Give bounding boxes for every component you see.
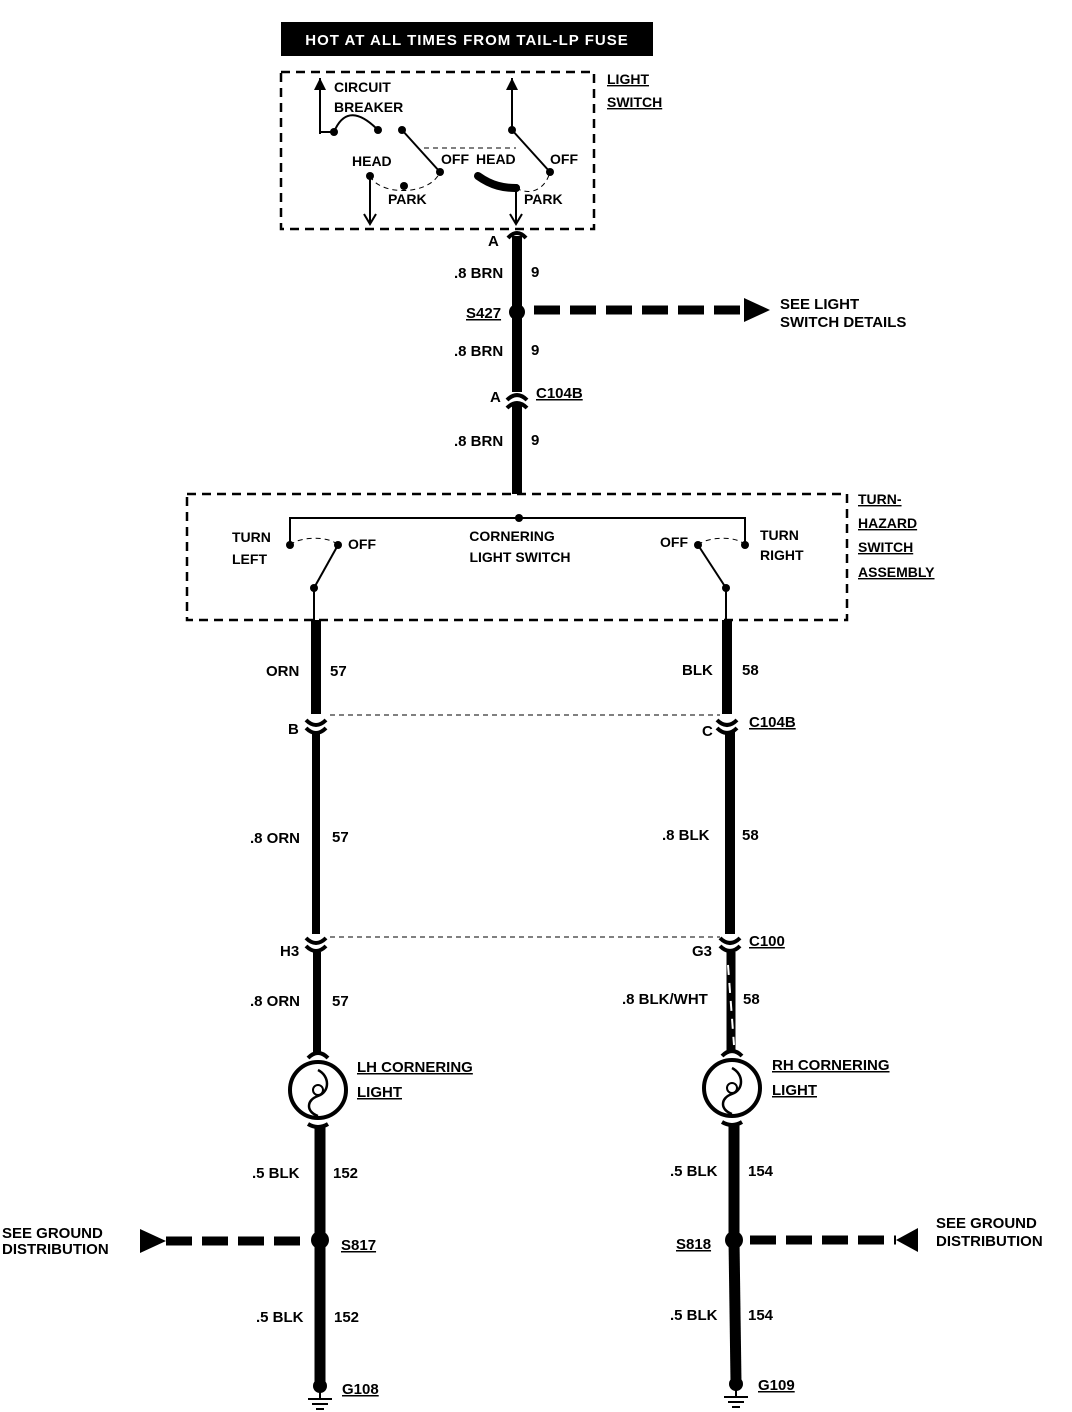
light-switch-right-off: OFF [550,151,578,167]
connector-c100-right-label: C100 [749,933,785,950]
left-ground-wire-1-circuit: 152 [333,1165,358,1182]
rh-cornering-lamp-icon [702,1049,762,1127]
splice-s427-note-2: SWITCH DETAILS [780,314,906,331]
left-ground-wire-2-circuit: 152 [334,1309,359,1326]
turn-right-label-2: RIGHT [760,547,804,563]
connector-left-pin-h3: H3 [280,943,299,960]
light-switch-right-park: PARK [524,191,563,207]
right-wire-1-circuit: 58 [742,662,759,679]
lh-lamp-label-2: LIGHT [357,1084,402,1101]
splice-s427-arrow [744,298,770,322]
feed-wire-2-gauge: .8 BRN [454,343,503,360]
turn-hazard-title-2: HAZARD [858,515,917,531]
left-ground-note-1: SEE GROUND [2,1225,103,1242]
turn-hazard-title-4: ASSEMBLY [858,564,935,580]
right-ground-note-1: SEE GROUND [936,1215,1037,1232]
lh-cornering-lamp-icon [288,1051,348,1129]
splice-s817-label: S817 [341,1237,376,1254]
left-ground-wire-1-color: .5 BLK [252,1165,300,1182]
cornering-label-1: CORNERING [469,528,555,544]
light-switch-box [279,70,596,231]
connector-c104b-left [304,718,328,735]
feed-wire-3-circuit: 9 [531,432,539,449]
rh-lamp-label-1: RH CORNERING [772,1057,890,1074]
right-ground-note-2: DISTRIBUTION [936,1233,1043,1250]
right-wire-1-color: BLK [682,662,713,679]
connector-c104b-right [715,718,739,735]
feed-wire-1-circuit: 9 [531,264,539,281]
right-wire-3-color: .8 BLK/WHT [622,991,708,1008]
light-switch-right-contacts [474,78,554,226]
light-switch-left-off: OFF [441,151,469,167]
ground-g109-icon [724,1377,748,1408]
feed-wire-2-circuit: 9 [531,342,539,359]
light-switch-terminal-label: A [488,233,499,250]
light-switch-left-contacts [314,78,516,226]
right-ground-wire-1-circuit: 154 [748,1163,774,1180]
cornering-label-2: LIGHT SWITCH [469,549,570,565]
right-ground-wire-1-color: .5 BLK [670,1163,718,1180]
right-wire-3-circuit: 58 [743,991,760,1008]
light-switch-title-1: LIGHT [607,71,649,87]
rh-lamp-label-2: LIGHT [772,1082,817,1099]
connector-c100-left [304,936,328,953]
left-ground-note-2: DISTRIBUTION [2,1241,109,1258]
turn-hazard-title-3: SWITCH [858,539,913,555]
right-ground-wire-2-color: .5 BLK [670,1307,718,1324]
right-wire-blk-wht-3 [726,952,736,1052]
left-wire-3-circuit: 57 [332,993,349,1010]
left-wire-3-color: .8 ORN [250,993,300,1010]
off-right-label: OFF [660,534,688,550]
left-wire-1-circuit: 57 [330,663,347,680]
left-ground-wire-2-color: .5 BLK [256,1309,304,1326]
splice-s817-arrow [140,1229,166,1253]
connector-c104b-feed [505,393,529,410]
right-wire-2-color: .8 BLK [662,827,710,844]
banner-box [281,22,653,56]
left-wire-1-color: ORN [266,663,299,680]
splice-s818-label: S818 [676,1236,711,1253]
circuit-breaker-label-1: CIRCUIT [334,79,391,95]
cornering-switch-contacts [286,514,749,620]
light-switch-left-park: PARK [388,191,427,207]
splice-s427-note-1: SEE LIGHT [780,296,859,313]
right-ground-wire-2-circuit: 154 [748,1307,774,1324]
left-wire-2-circuit: 57 [332,829,349,846]
ground-g108-icon [308,1379,332,1410]
connector-c104b-label: C104B [536,385,583,402]
turn-right-label-1: TURN [760,527,799,543]
light-switch-right-head: HEAD [476,151,516,167]
ground-g108-label: G108 [342,1381,379,1398]
turn-left-label-2: LEFT [232,551,267,567]
connector-left-pin-b: B [288,721,299,738]
feed-wire-3-gauge: .8 BRN [454,433,503,450]
connector-c104b-pin-a: A [490,389,501,406]
turn-hazard-title-1: TURN- [858,491,902,507]
right-ground-wire-2 [728,1239,742,1383]
right-wire-2-circuit: 58 [742,827,759,844]
light-switch-left-head: HEAD [352,153,392,169]
splice-s818-arrow [896,1228,918,1252]
lh-lamp-label-1: LH CORNERING [357,1059,473,1076]
connector-right-pin-c: C [702,723,713,740]
connector-c104b-right-label: C104B [749,714,796,731]
ground-g109-label: G109 [758,1377,795,1394]
light-switch-terminal-a [506,231,528,240]
turn-hazard-box [185,492,849,622]
banner-text: HOT AT ALL TIMES FROM TAIL-LP FUSE [305,32,628,49]
circuit-breaker-label-2: BREAKER [334,99,403,115]
feed-wire-1-gauge: .8 BRN [454,265,503,282]
connector-right-pin-g3: G3 [692,943,712,960]
light-switch-title-2: SWITCH [607,94,662,110]
off-left-label: OFF [348,536,376,552]
left-wire-2-color: .8 ORN [250,830,300,847]
turn-left-label-1: TURN [232,529,271,545]
splice-s427-label: S427 [466,305,501,322]
connector-c100-right [718,936,742,953]
